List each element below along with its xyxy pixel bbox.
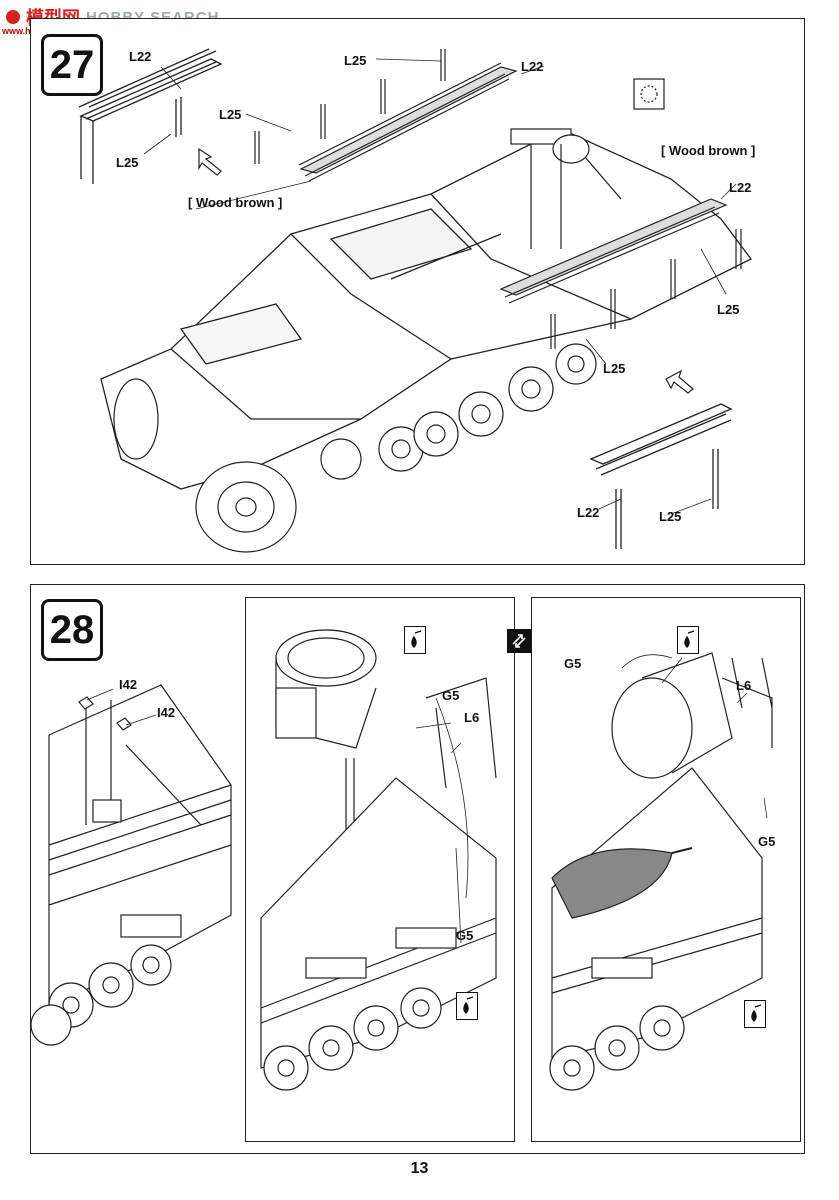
- page-number: 13: [410, 1160, 429, 1177]
- label-l22-top-center: L22: [521, 59, 544, 74]
- label-g5-right-top: G5: [564, 656, 582, 671]
- middle-view-drawing: [260, 629, 497, 1091]
- label-g5-mid: G5: [442, 688, 460, 703]
- hollow-arrow-icon-bottom: [665, 369, 694, 394]
- step-28-right-view: G5 L6 G5: [531, 597, 801, 1142]
- step-28-left-view: [31, 684, 232, 1046]
- watermark-logo-icon: [6, 10, 20, 24]
- label-wood-brown-right: [ Wood brown ]: [661, 143, 756, 158]
- front-wheel: [113, 378, 297, 553]
- label-l25-bottom-right: L25: [659, 509, 682, 524]
- label-l25-center-bottom: L25: [603, 361, 626, 376]
- paint-drop-icon-bottom: [456, 992, 478, 1020]
- bench-detail-bottom-right: [589, 403, 733, 549]
- right-view-drawing: [549, 652, 773, 1091]
- searchlight-mount: [510, 128, 590, 249]
- road-wheels: [320, 343, 597, 480]
- step-27-drawing: [78, 48, 752, 553]
- label-l22-top-left: L22: [129, 49, 152, 64]
- hollow-arrow-icon-left: [198, 147, 222, 176]
- vehicle-hull: [100, 128, 752, 490]
- glue-drop-icon: [751, 1004, 762, 1022]
- label-g5-mid-bottom: G5: [456, 928, 474, 943]
- bench-detail-top-left: [78, 48, 223, 184]
- paint-drop-icon-top: [404, 626, 426, 654]
- label-l25-top-left: L25: [116, 155, 139, 170]
- label-i42-a: I42: [119, 677, 138, 692]
- paint-drop-icon-top-right: [677, 626, 699, 654]
- glue-drop-icon: [411, 630, 422, 648]
- glue-drop-icon: [684, 630, 695, 648]
- label-l6-right: L6: [736, 678, 752, 693]
- step-27-panel: 27 L22 L25 L25 L22 L25 [ Wood brown ] [ …: [30, 18, 805, 565]
- label-l25-top-center: L25: [344, 53, 367, 68]
- paint-drop-icon-bottom-right: [744, 1000, 766, 1028]
- detail-inset-box: [633, 78, 665, 110]
- label-wood-brown-left: [ Wood brown ]: [188, 195, 283, 210]
- label-g5-right: G5: [758, 834, 776, 849]
- right-bench-strips: [499, 198, 742, 349]
- leader-lines: [143, 58, 737, 515]
- label-i42-b: I42: [157, 705, 176, 720]
- label-l6-mid: L6: [464, 710, 480, 725]
- step-28-middle-view: G5 L6 G5: [245, 597, 515, 1142]
- label-l22-bottom-right: L22: [577, 505, 600, 520]
- step-number-28: 28: [41, 599, 103, 661]
- step-number-27: 27: [41, 34, 103, 96]
- swap-arrows-icon: [512, 634, 526, 648]
- label-l22-right: L22: [729, 180, 752, 195]
- swap-icon: [507, 629, 531, 653]
- label-l25-right: L25: [717, 302, 740, 317]
- label-l25-left-center: L25: [219, 107, 242, 122]
- step-28-panel: 28 I42 I42: [30, 584, 805, 1154]
- glue-drop-icon: [463, 996, 474, 1014]
- top-bench-strips: [254, 49, 518, 182]
